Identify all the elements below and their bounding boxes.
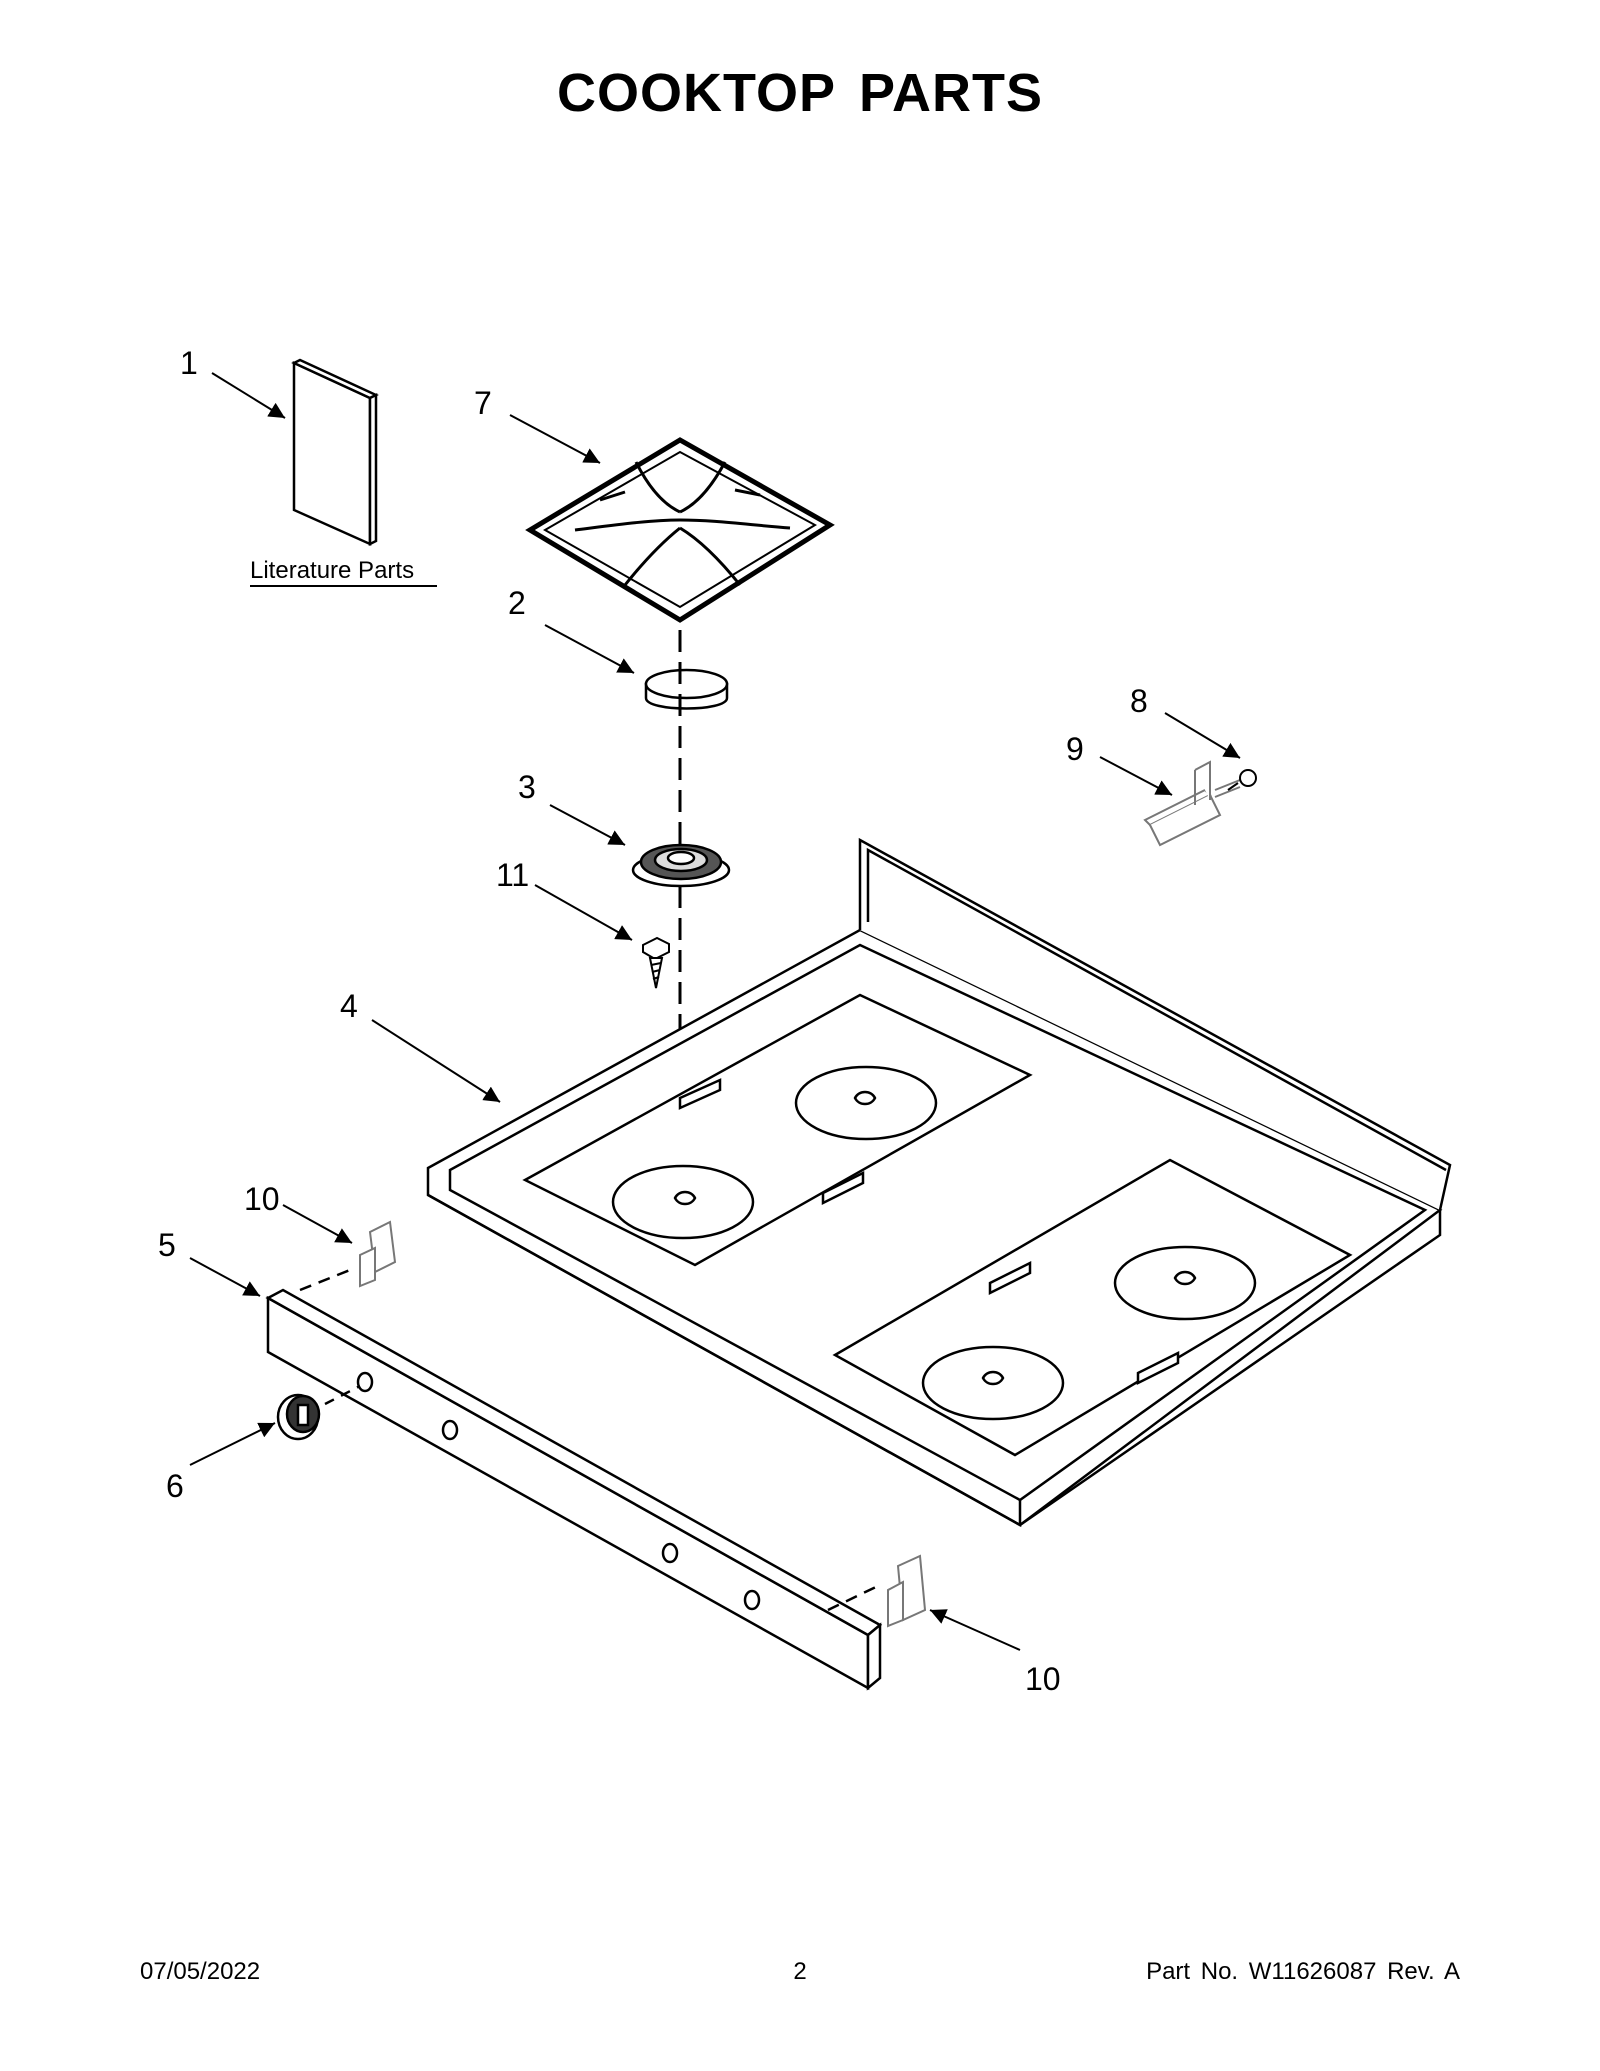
footer-part-number: Part No. W11626087 Rev. A bbox=[1146, 1958, 1460, 1985]
control-knob bbox=[276, 1393, 321, 1441]
callout-1: 1 bbox=[180, 345, 198, 381]
clip-right bbox=[887, 1554, 927, 1628]
literature-parts-label: Literature Parts bbox=[250, 557, 414, 584]
callout-2: 2 bbox=[508, 585, 526, 621]
cooktop bbox=[426, 837, 1452, 1528]
callout-11: 11 bbox=[496, 857, 529, 893]
callout-6: 6 bbox=[166, 1468, 184, 1504]
control-panel bbox=[265, 1288, 883, 1691]
screw bbox=[642, 936, 670, 989]
callout-5: 5 bbox=[158, 1227, 176, 1263]
burner-head bbox=[631, 843, 731, 888]
callout-9: 9 bbox=[1066, 731, 1084, 767]
bracket-and-screw bbox=[1143, 760, 1257, 847]
leader-lines bbox=[189, 372, 1241, 1651]
callout-10-right: 10 bbox=[1025, 1661, 1061, 1697]
callout-3: 3 bbox=[518, 769, 536, 805]
burner-grate bbox=[525, 437, 835, 623]
clip-dashed-line bbox=[299, 1266, 356, 1292]
footer-page-number: 2 bbox=[793, 1958, 807, 1985]
burner-cap bbox=[644, 668, 729, 710]
footer-date: 07/05/2022 bbox=[140, 1958, 261, 1985]
callout-4: 4 bbox=[340, 988, 358, 1024]
knob-dashed-line bbox=[324, 1384, 361, 1406]
clip-dashed-line-right bbox=[827, 1583, 881, 1612]
callout-10-left: 10 bbox=[244, 1181, 280, 1217]
callout-7: 7 bbox=[474, 385, 492, 421]
clip-left bbox=[359, 1220, 397, 1288]
literature-booklet bbox=[291, 358, 379, 547]
page-title: COOKTOP PARTS bbox=[556, 63, 1044, 123]
callout-8: 8 bbox=[1130, 683, 1148, 719]
